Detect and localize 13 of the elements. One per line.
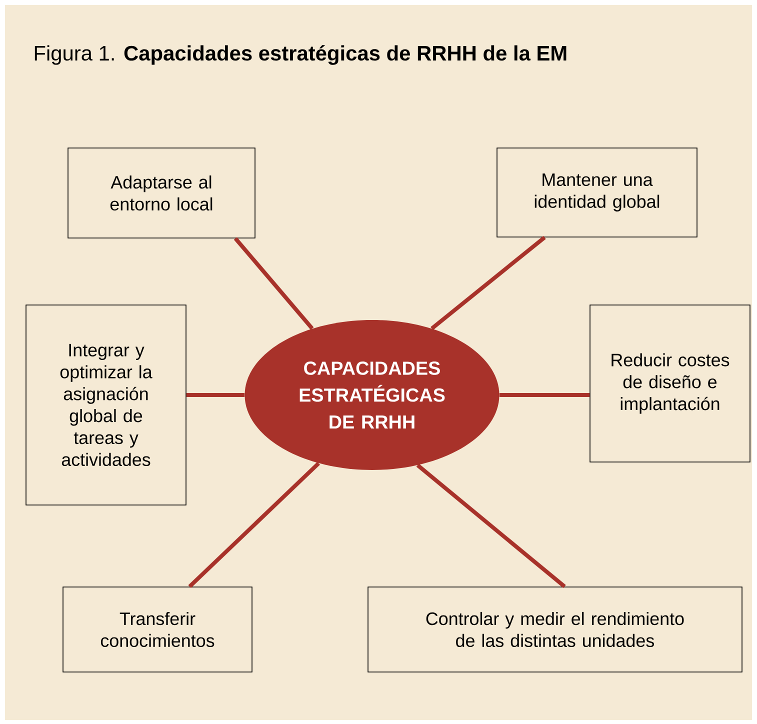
connector-line [499, 393, 590, 397]
connector-line [416, 464, 566, 588]
capability-box: Integrar y optimizar la asignación global de tareas y actividades [26, 304, 186, 506]
capability-box: Reducir costes de diseño e implantación [590, 304, 750, 462]
title: Figura 1. Capacidades estratégicas de RRHH de la EM [34, 45, 566, 65]
connector-line [430, 236, 546, 330]
connector-line [186, 393, 245, 397]
capability-box: Transferir conocimientos [62, 586, 252, 672]
capability-box: Controlar y medir el rendimiento de las distintas unidades [368, 586, 742, 672]
connector-line [188, 462, 320, 588]
capability-box: Mantener una identidad global [496, 148, 698, 238]
connector-line [234, 237, 314, 330]
capability-box: Adaptarse al entorno local [68, 148, 256, 238]
